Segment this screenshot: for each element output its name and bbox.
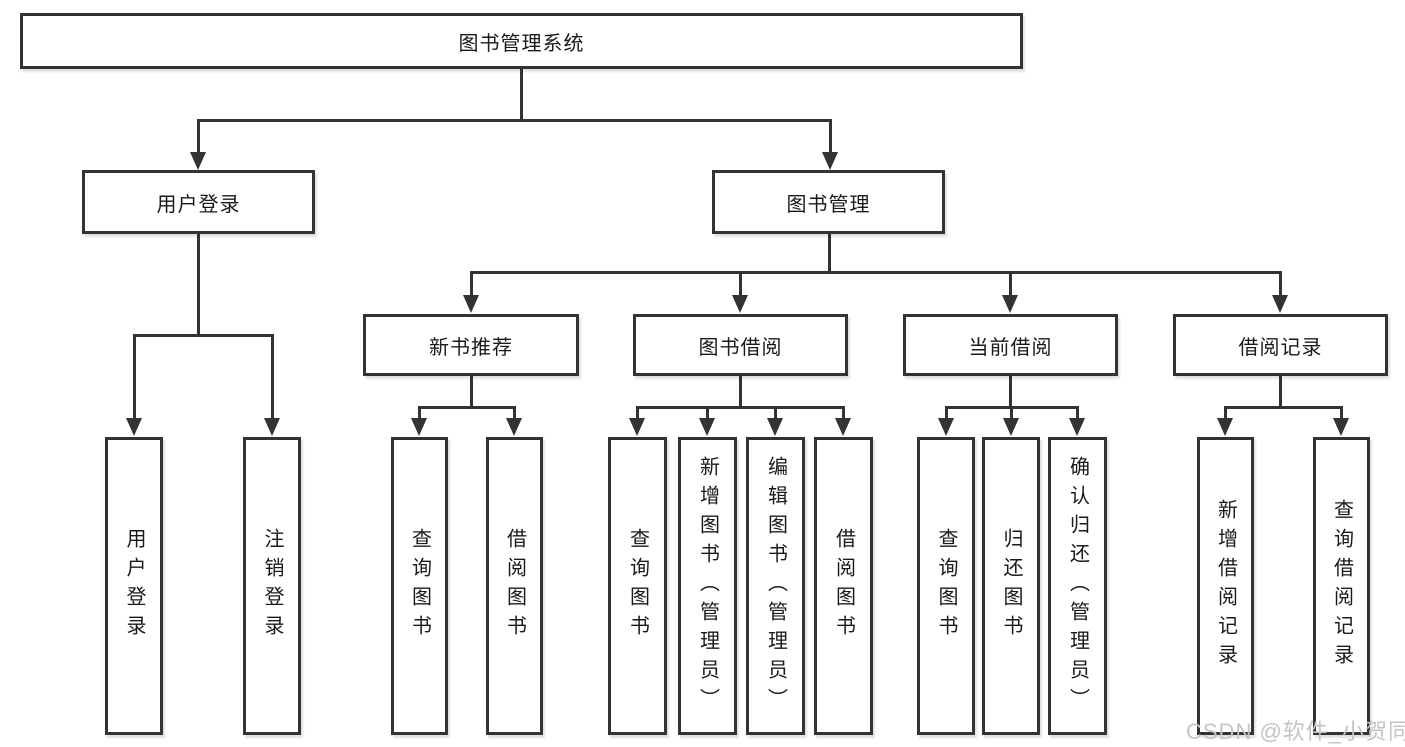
leaf-current-query-book-label: 查询图书	[935, 528, 957, 644]
node-root: 图书管理系统	[20, 13, 1023, 69]
leaf-borrow-borrow-book: 借阅图书	[814, 437, 873, 735]
arrow-down-icon	[126, 418, 142, 436]
connector-group-trunk	[1009, 376, 1012, 408]
leaf-borrow-add-book-admin: 新增图书（管理员）	[678, 437, 737, 735]
node-current-borrow: 当前借阅	[903, 314, 1118, 376]
leaf-recommend-query-book-label: 查询图书	[408, 528, 431, 644]
connector-group-rail	[418, 406, 516, 409]
leaf-borrow-add-book-admin-label: 新增图书（管理员）	[696, 455, 719, 717]
leaf-record-query-record: 查询借阅记录	[1313, 437, 1370, 735]
connector-stem	[842, 406, 845, 420]
leaf-logout: 注销登录	[243, 437, 301, 735]
leaf-borrow-edit-book-admin: 编辑图书（管理员）	[746, 437, 805, 735]
node-borrow-record: 借阅记录	[1173, 314, 1388, 376]
arrow-down-icon	[835, 418, 851, 436]
arrow-down-icon	[1003, 418, 1019, 436]
arrow-down-icon	[264, 418, 280, 436]
arrow-down-icon	[732, 295, 748, 313]
connector-user-login-trunk	[197, 234, 200, 336]
node-book-borrow: 图书借阅	[633, 314, 848, 376]
leaf-recommend-borrow-book: 借阅图书	[486, 437, 543, 735]
node-book-borrow-label: 图书借阅	[698, 336, 783, 359]
leaf-borrow-query-book: 查询图书	[608, 437, 667, 735]
leaf-borrow-query-book-label: 查询图书	[626, 528, 649, 644]
node-new-book-recommend-label: 新书推荐	[429, 336, 513, 359]
leaf-user-login: 用户登录	[105, 437, 163, 735]
arrow-down-icon	[1333, 418, 1349, 436]
node-current-borrow-label: 当前借阅	[968, 336, 1053, 359]
connector-stem	[706, 406, 709, 420]
connector-stem	[1340, 406, 1343, 420]
connector-stem	[829, 119, 832, 154]
arrow-down-icon	[463, 295, 479, 313]
connector-stem	[1076, 406, 1079, 420]
connector-stem	[1224, 406, 1227, 420]
arrow-down-icon	[629, 418, 645, 436]
connector-stem	[271, 334, 274, 420]
connector-group-rail	[636, 406, 844, 409]
arrow-down-icon	[1272, 295, 1288, 313]
arrow-down-icon	[938, 418, 954, 436]
connector-stem	[197, 119, 200, 154]
arrow-down-icon	[822, 152, 838, 170]
leaf-current-query-book: 查询图书	[917, 437, 975, 735]
node-root-label: 图书管理系统	[458, 32, 585, 55]
leaf-recommend-borrow-book-label: 借阅图书	[503, 528, 526, 644]
leaf-current-confirm-return-admin: 确认归还（管理员）	[1048, 437, 1107, 735]
arrow-down-icon	[1002, 295, 1018, 313]
connector-stem	[1279, 271, 1282, 297]
connector-stem	[636, 406, 639, 420]
arrow-down-icon	[699, 418, 715, 436]
arrow-down-icon	[411, 418, 427, 436]
connector-stem	[1009, 271, 1012, 297]
leaf-current-return-book: 归还图书	[982, 437, 1040, 735]
leaf-record-add-record-label: 新增借阅记录	[1214, 499, 1237, 673]
leaf-user-login-label: 用户登录	[123, 528, 145, 644]
arrow-down-icon	[1069, 418, 1085, 436]
node-book-management: 图书管理	[712, 170, 945, 234]
connector-group-trunk	[1279, 376, 1282, 408]
leaf-borrow-edit-book-admin-label: 编辑图书（管理员）	[764, 455, 787, 717]
leaf-logout-label: 注销登录	[261, 528, 283, 644]
connector-stem	[945, 406, 948, 420]
connector-stem	[513, 406, 516, 420]
connector-user-login-rail	[133, 334, 274, 337]
leaf-borrow-borrow-book-label: 借阅图书	[832, 528, 855, 644]
csdn-watermark: CSDN @软件_小贺同学	[1186, 719, 1405, 744]
node-book-management-label: 图书管理	[786, 193, 871, 216]
connector-stem	[418, 406, 421, 420]
connector-book-mgmt-trunk	[828, 234, 831, 273]
node-new-book-recommend: 新书推荐	[363, 314, 579, 376]
connector-level3-rail	[470, 271, 1282, 274]
connector-stem	[1010, 406, 1013, 420]
leaf-current-return-book-label: 归还图书	[1000, 528, 1022, 644]
connector-root-trunk	[520, 69, 523, 121]
connector-group-trunk	[470, 376, 473, 408]
connector-stem	[774, 406, 777, 420]
connector-group-rail	[1224, 406, 1342, 409]
node-user-login-label: 用户登录	[156, 193, 241, 216]
leaf-record-query-record-label: 查询借阅记录	[1330, 499, 1353, 673]
connector-stem	[470, 271, 473, 297]
connector-stem	[133, 334, 136, 420]
arrow-down-icon	[767, 418, 783, 436]
connector-stem	[739, 271, 742, 297]
node-borrow-record-label: 借阅记录	[1238, 336, 1323, 359]
node-user-login: 用户登录	[82, 170, 315, 234]
connector-level2-rail	[197, 119, 832, 122]
connector-group-trunk	[739, 376, 742, 408]
leaf-record-add-record: 新增借阅记录	[1197, 437, 1254, 735]
arrow-down-icon	[506, 418, 522, 436]
leaf-recommend-query-book: 查询图书	[391, 437, 448, 735]
arrow-down-icon	[1217, 418, 1233, 436]
arrow-down-icon	[190, 152, 206, 170]
leaf-current-confirm-return-admin-label: 确认归还（管理员）	[1066, 455, 1089, 717]
